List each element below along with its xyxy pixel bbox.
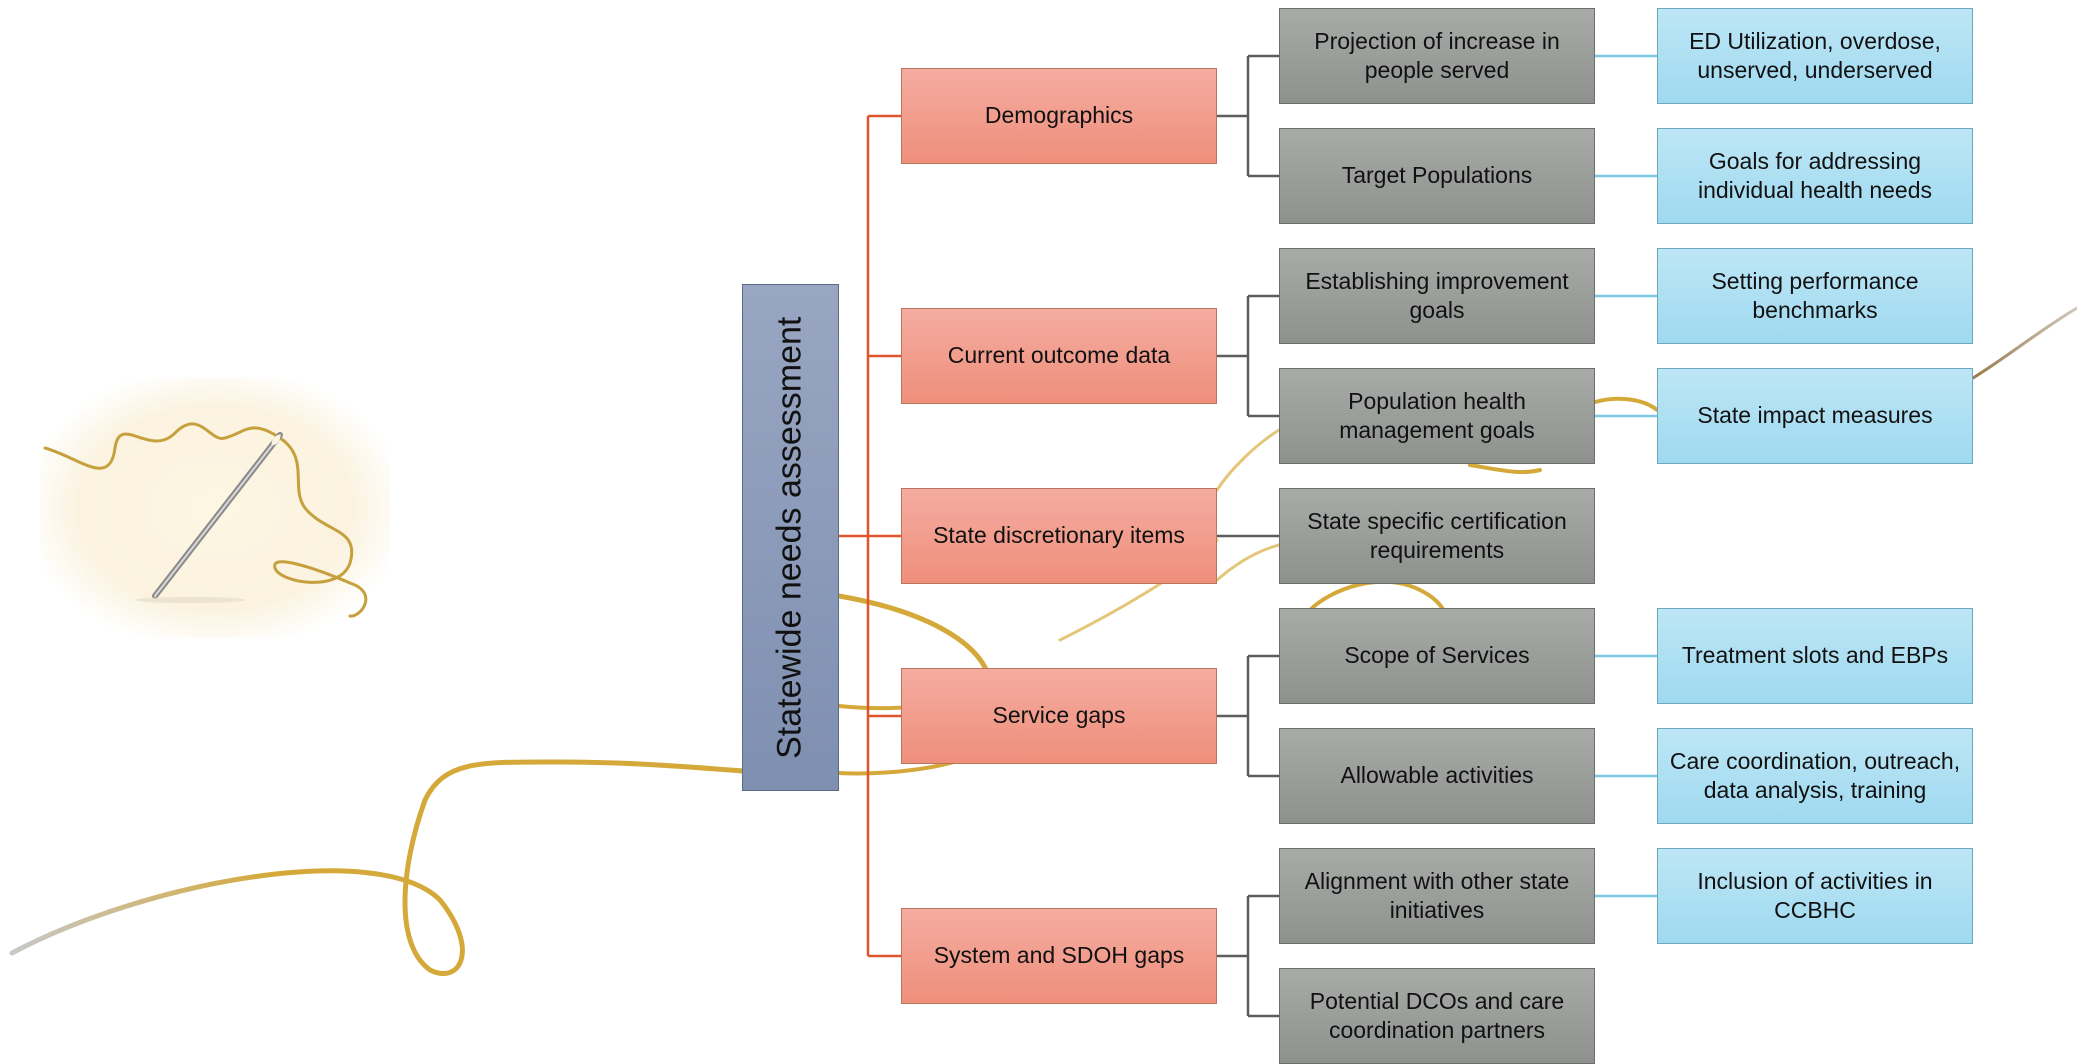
sub-allowable-activities: Allowable activities xyxy=(1279,728,1595,824)
detail-setting-performance-benchmarks: Setting performance benchmarks xyxy=(1657,248,1973,344)
needle-and-thread-icon xyxy=(40,378,390,638)
category-state-discretionary-items: State discretionary items xyxy=(901,488,1217,584)
detail-ed-utilization: ED Utilization, overdose, unserved, unde… xyxy=(1657,8,1973,104)
sub-establishing-improvement-goals: Establishing improvement goals xyxy=(1279,248,1595,344)
detail-connectors xyxy=(1595,54,1657,898)
category-demographics: Demographics xyxy=(901,68,1217,164)
detail-inclusion-of-activities: Inclusion of activities in CCBHC xyxy=(1657,848,1973,944)
sub-state-specific-certification: State specific certification requirement… xyxy=(1279,488,1595,584)
category-system-sdoh-gaps: System and SDOH gaps xyxy=(901,908,1217,1004)
sub-connectors xyxy=(1217,54,1279,1018)
root-connectors xyxy=(839,114,901,958)
category-current-outcome-data: Current outcome data xyxy=(901,308,1217,404)
detail-care-coordination: Care coordination, outreach, data analys… xyxy=(1657,728,1973,824)
root-label: Statewide needs assessment xyxy=(770,316,809,759)
detail-treatment-slots: Treatment slots and EBPs xyxy=(1657,608,1973,704)
sub-population-health-management-goals: Population health management goals xyxy=(1279,368,1595,464)
root-node: Statewide needs assessment xyxy=(742,284,839,791)
sub-scope-of-services: Scope of Services xyxy=(1279,608,1595,704)
detail-state-impact-measures: State impact measures xyxy=(1657,368,1973,464)
sub-potential-dcos: Potential DCOs and care coordination par… xyxy=(1279,968,1595,1064)
sub-alignment-with-state-initiatives: Alignment with other state initiatives xyxy=(1279,848,1595,944)
sub-target-populations: Target Populations xyxy=(1279,128,1595,224)
category-service-gaps: Service gaps xyxy=(901,668,1217,764)
sub-projection-of-increase: Projection of increase in people served xyxy=(1279,8,1595,104)
detail-goals-individual-health: Goals for addressing individual health n… xyxy=(1657,128,1973,224)
